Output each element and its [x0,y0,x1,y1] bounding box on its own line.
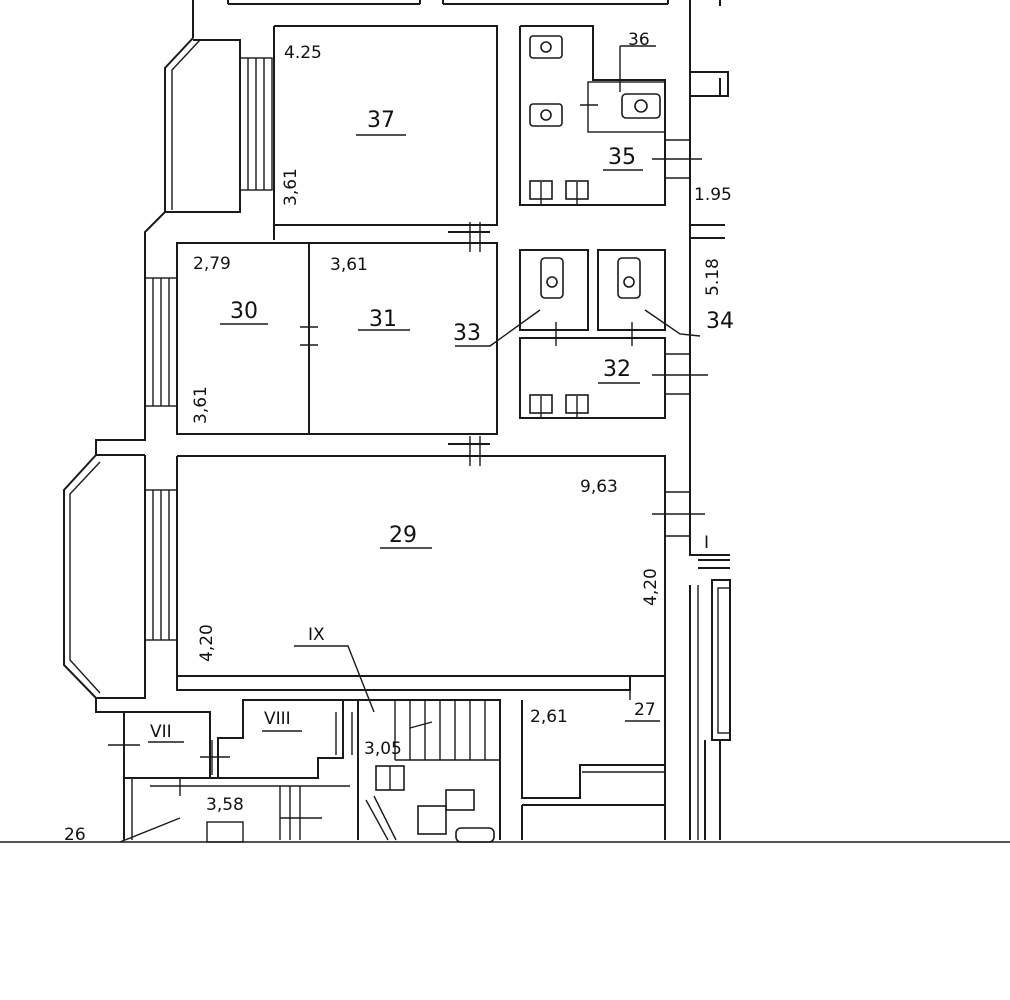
leader-lines [294,45,701,713]
dimension-3-61-room-31: 3,61 [330,255,368,275]
dimension-3-05: 3,05 [364,739,402,759]
dimension-9-63: 9,63 [580,477,618,497]
room-label-37: 37 [367,108,395,133]
room-label-31: 31 [369,307,397,332]
room-label-IX: IX [308,625,325,645]
room-label-I: I [704,533,709,553]
east-corridor [652,71,731,840]
room-label-VIII: VIII [264,709,291,729]
dimension-4-20-west: 4,20 [197,624,217,662]
room-37 [273,25,498,252]
dimension-3-58: 3,58 [206,795,244,815]
room-30-31 [176,242,498,466]
dimension-2-79: 2,79 [193,254,231,274]
dimension-3-61-room-37: 3,61 [281,168,301,206]
dimension-1-95: 1.95 [694,185,732,205]
room-label-32: 32 [603,357,631,382]
dimension-4-25: 4.25 [284,43,322,63]
dimension-labels: 4.25 3,61 2,79 3,61 3,61 9,63 4,20 4,20 … [191,43,732,815]
room-labels: 37 36 35 34 33 32 31 30 29 27 26 VII VII… [64,30,734,845]
room-label-27: 27 [634,700,656,720]
top-walls [192,0,721,72]
room-label-34: 34 [706,309,734,334]
room-label-26: 26 [64,825,86,845]
west-wall [63,37,273,713]
room-label-33: 33 [453,321,481,346]
room-label-29: 29 [389,523,417,548]
dimension-4-20-east: 4,20 [641,568,661,606]
room-label-35: 35 [608,145,636,170]
dimension-3-61-room-30: 3,61 [191,386,211,424]
lower-rooms [108,699,665,843]
room-32-33-34 [519,249,708,419]
room-label-30: 30 [230,299,258,324]
room-35-36 [519,25,702,206]
room-label-VII: VII [150,722,172,742]
dimension-2-61: 2,61 [530,707,568,727]
room-label-36: 36 [628,30,650,50]
dimension-5-18: 5.18 [703,258,723,296]
